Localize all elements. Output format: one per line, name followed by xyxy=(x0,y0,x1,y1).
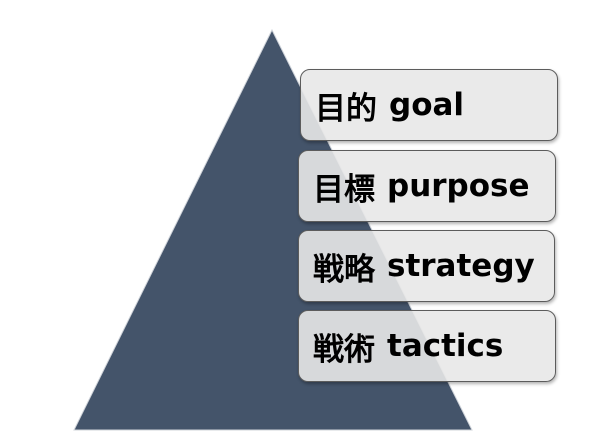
level-tactics-label: tactics xyxy=(387,328,504,364)
level-goal-label: goal xyxy=(389,87,465,123)
level-purpose-box: 目標 purpose xyxy=(298,150,556,222)
level-goal-box: 目的 goal xyxy=(300,69,558,141)
level-strategy-box: 戦略 strategy xyxy=(298,230,555,302)
level-goal-kanji: 目的 xyxy=(315,90,377,127)
level-purpose-kanji: 目標 xyxy=(313,171,375,208)
level-strategy-kanji: 戦略 xyxy=(313,251,375,288)
level-tactics-box: 戦術 tactics xyxy=(298,310,556,382)
level-purpose-label: purpose xyxy=(387,168,530,204)
level-tactics-kanji: 戦術 xyxy=(313,331,375,368)
level-strategy-label: strategy xyxy=(387,248,535,284)
